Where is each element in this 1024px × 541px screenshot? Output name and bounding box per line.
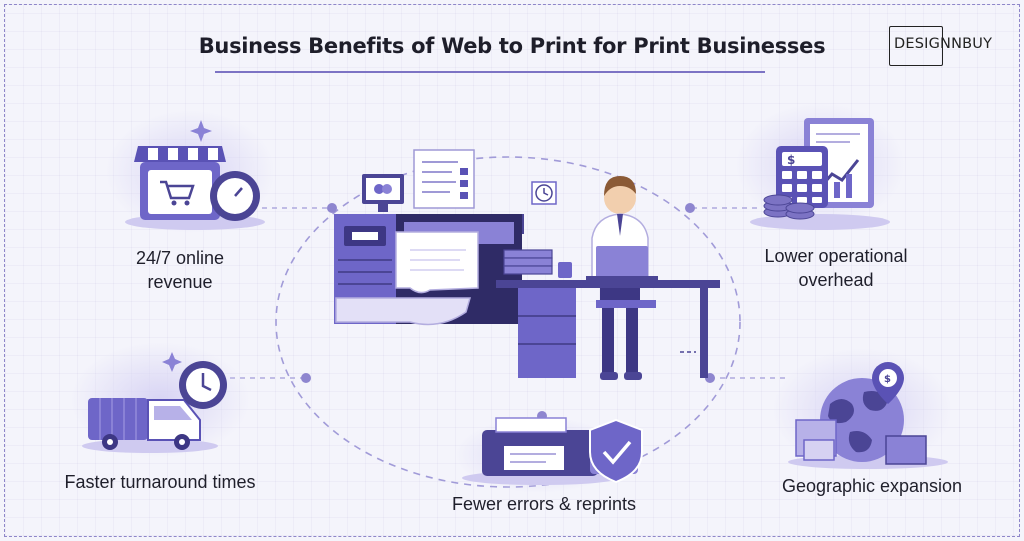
printer-shield-icon xyxy=(455,417,643,493)
delivery-truck-clock-icon xyxy=(70,342,250,458)
benefit-label-operational-overhead: Lower operational overhead xyxy=(764,246,908,290)
benefit-label-online-revenue: 24/7 online revenue xyxy=(135,248,225,292)
print-shop-worker-illustration xyxy=(334,149,720,380)
logo-box xyxy=(889,26,943,66)
calculator-chart-icon: $ xyxy=(735,103,905,230)
title-underline xyxy=(215,71,765,73)
page-title: Business Benefits of Web to Print for Pr… xyxy=(198,34,826,58)
storefront-clock-icon xyxy=(105,110,275,234)
svg-text:$: $ xyxy=(787,153,795,167)
benefit-label-fewer-errors: Fewer errors & reprints xyxy=(451,494,637,514)
benefit-label-turnaround: Faster turnaround times xyxy=(64,472,256,492)
svg-text:$: $ xyxy=(884,374,891,385)
globe-location-icon: $ xyxy=(772,348,952,472)
logo-text: DESIGNNBUY xyxy=(894,36,993,52)
benefit-label-geographic-expansion: Geographic expansion xyxy=(781,476,963,496)
